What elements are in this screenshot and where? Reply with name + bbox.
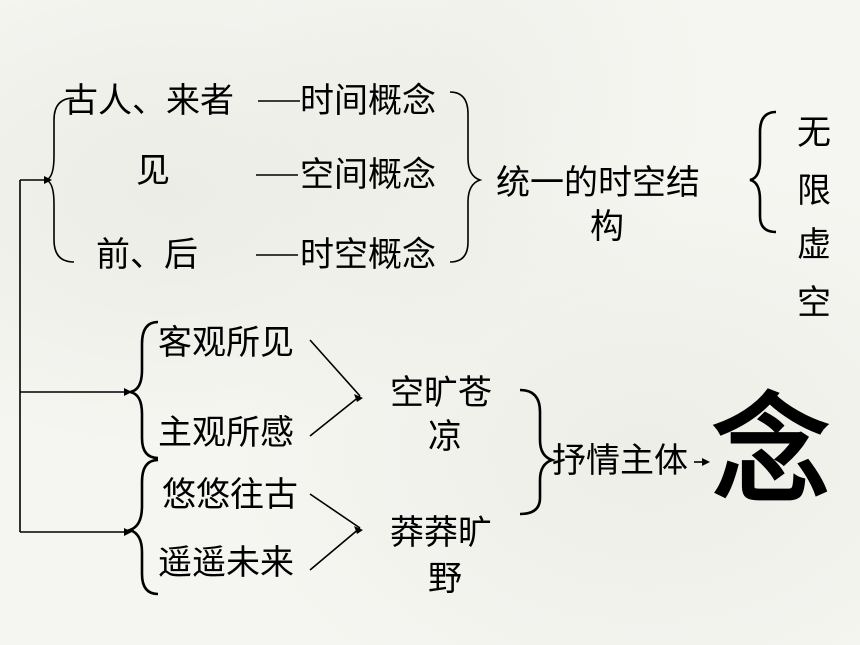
node-kuangkuang-line1: 空旷苍 <box>390 373 492 413</box>
node-xukong: 虚空 <box>797 225 831 323</box>
arrowhead-bottom <box>124 528 132 536</box>
converge-zhuguan <box>309 395 361 437</box>
node-guren-laizhe: 古人、来者 <box>64 81 234 121</box>
node-nian: 念 <box>712 381 831 520</box>
brace-middle-left <box>129 320 159 460</box>
brace-concepts-right <box>449 91 483 263</box>
arrowhead-top <box>44 176 52 184</box>
node-jian: 见 <box>136 151 170 191</box>
converge-keguan <box>309 339 361 397</box>
node-tongyi-line2: 构 <box>590 207 624 247</box>
node-mangmang-line1: 莽莽旷 <box>390 513 492 553</box>
node-kuangkuang-line2: 凉 <box>428 417 462 457</box>
node-qian-hou: 前、后 <box>96 235 198 275</box>
brace-shuqing-left <box>519 388 557 516</box>
converge-youyou <box>309 493 361 529</box>
node-wuxian: 无限 <box>797 113 831 211</box>
node-youyou-wanggu: 悠悠往古 <box>162 475 298 515</box>
brace-wuxian-left <box>749 110 777 234</box>
node-shuqing-zhuti: 抒情主体 <box>552 441 688 481</box>
converge-yaoyao <box>309 527 361 571</box>
node-yaoyao-weilai: 遥遥未来 <box>158 543 294 583</box>
arrowhead-nian <box>702 458 710 466</box>
node-zhuguan-suogan: 主观所感 <box>158 413 294 453</box>
node-shijian-gainian: 时间概念 <box>300 81 436 121</box>
arrowhead-converge-mid <box>354 394 363 402</box>
node-keguan-suojian: 客观所见 <box>158 323 294 363</box>
brace-bottom-left <box>125 458 159 596</box>
arrowhead-middle <box>124 388 132 396</box>
node-mangmang-line2: 野 <box>428 559 462 599</box>
arrowhead-converge-bottom <box>354 526 363 534</box>
node-kongjian-gainian: 空间概念 <box>300 155 436 195</box>
node-tongyi-line1: 统一的时空结 <box>496 163 700 203</box>
node-shikong-gainian: 时空概念 <box>300 235 436 275</box>
